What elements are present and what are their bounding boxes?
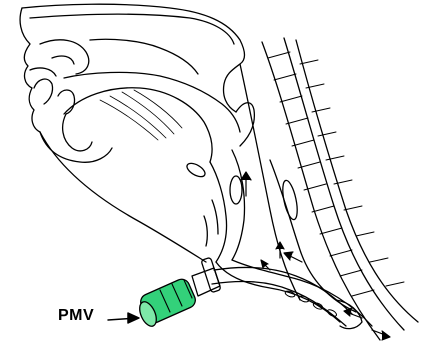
tongue-muscle-lines [100,90,182,140]
vertebrae [268,52,374,296]
arrow-right-icon [108,313,139,323]
palate [64,72,240,132]
esophagus [270,160,356,312]
hyoid-bone [185,161,207,180]
tongue [64,88,212,162]
speaking-valve [136,277,198,329]
spine-anterior [262,42,380,340]
nasal-turbinates [30,39,198,76]
pmv-label: PMV [58,307,94,325]
mandible [40,114,112,162]
lower-teeth [58,90,75,114]
larynx [210,150,245,262]
spinal-cord [296,40,418,322]
trachea-posterior [232,260,372,326]
esophagus-lumen [280,179,300,221]
larynx-inner [204,200,218,246]
upper-teeth [34,79,53,104]
neck-anterior [40,132,206,262]
airflow-arrow-icon [241,172,390,340]
vocal-fold [230,176,242,204]
epiglottis [236,103,254,146]
